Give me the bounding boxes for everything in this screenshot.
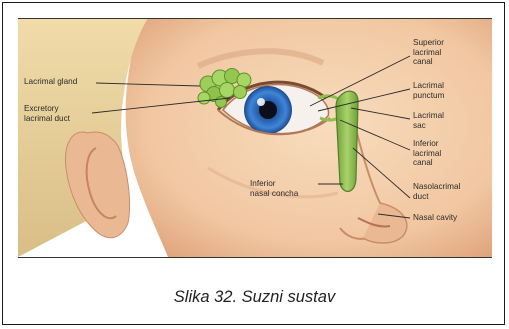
- figure-caption: Slika 32. Suzni sustav: [0, 288, 509, 307]
- label-lacrimal-sac: Lacrimal sac: [413, 111, 444, 130]
- label-nasal-cavity: Nasal cavity: [413, 213, 457, 223]
- label-inferior-nasal-concha: Inferior nasal concha: [250, 179, 298, 198]
- figure-bottom-rule: [18, 257, 492, 258]
- label-inferior-lacrimal-canal: Inferior lacrimal canal: [413, 139, 441, 168]
- label-nasolacrimal-duct: Nasolacrimal duct: [413, 182, 460, 201]
- label-superior-lacrimal-canal: Superior lacrimal canal: [413, 38, 444, 67]
- label-excretory-lacrimal-duct: Excretory lacrimal duct: [24, 104, 70, 123]
- figure-top-rule: [18, 18, 492, 19]
- label-lacrimal-punctum: Lacrimal punctum: [413, 81, 444, 100]
- label-lacrimal-gland: Lacrimal gland: [24, 77, 77, 87]
- lacrimal-apparatus-illustration: Lacrimal gland Excretory lacrimal duct S…: [18, 18, 492, 257]
